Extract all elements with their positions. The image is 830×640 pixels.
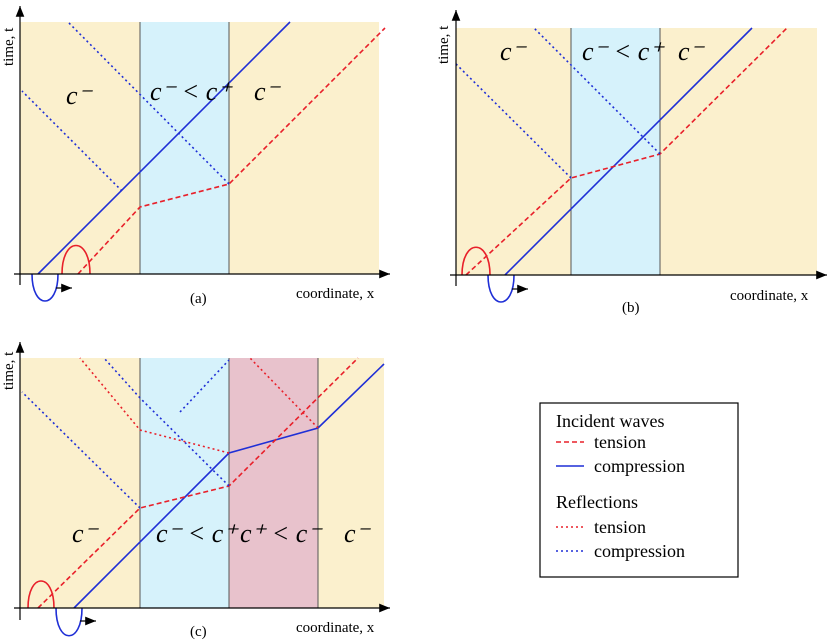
- reflection-compression-path: [179, 359, 230, 413]
- legend-reflections-title: Reflections: [556, 492, 638, 512]
- region-b-1: [456, 28, 571, 275]
- incident-compression-path: [73, 363, 385, 609]
- x-axis-label: coordinate, x: [296, 620, 375, 636]
- legend-incident-tension-label: tension: [594, 432, 646, 452]
- region-label: c⁻: [66, 81, 94, 110]
- region-label: c⁻: [254, 77, 282, 106]
- region-c-1: [20, 358, 140, 608]
- compression-pulse: [487, 274, 515, 303]
- panel-caption: (b): [622, 300, 640, 316]
- region-c-4: [318, 358, 384, 608]
- incident-compression-path: [37, 21, 291, 275]
- legend-reflection-tension-label: tension: [594, 517, 646, 537]
- region-b-2: [571, 28, 660, 275]
- panel-caption: (c): [190, 624, 207, 640]
- compression-pulse: [31, 273, 59, 302]
- reflection-tension-path: [79, 357, 230, 454]
- y-axis-label: time, t: [1, 351, 17, 390]
- region-label: c⁻: [344, 519, 372, 548]
- legend-box: [539, 402, 739, 578]
- incident-compression-path: [504, 27, 753, 276]
- legend: Incident waves tension compression Refle…: [539, 402, 739, 578]
- reflection-compression-path: [21, 90, 123, 192]
- tension-pulse: [461, 246, 491, 276]
- region-label: c⁻: [500, 37, 528, 66]
- region-label: c⁻ < c⁺: [156, 519, 239, 548]
- x-axis-label: coordinate, x: [296, 286, 375, 302]
- region-c-3: [229, 358, 318, 608]
- incident-tension-path: [465, 27, 788, 276]
- incident-tension-path: [77, 27, 386, 275]
- x-axis-label: coordinate, x: [730, 288, 809, 304]
- tension-pulse: [61, 244, 91, 275]
- incident-tension-path: [37, 357, 359, 609]
- panel-c: c⁻ c⁻ < c⁺ c⁺ < c⁻ c⁻ coordinate, x time…: [1, 342, 390, 640]
- reflection-tension-path: [249, 357, 319, 429]
- legend-incident-title: Incident waves: [556, 411, 664, 431]
- panel-b: c⁻ c⁻ < c⁺ c⁻ coordinate, x time, t (b): [436, 9, 827, 316]
- compression-pulse: [55, 607, 83, 637]
- y-axis-label: time, t: [1, 27, 17, 66]
- tension-pulse: [27, 580, 55, 609]
- region-label: c⁻ < c⁺: [582, 37, 665, 66]
- reflection-compression-path: [67, 21, 230, 185]
- panel-caption: (a): [190, 291, 207, 307]
- region-label: c⁻: [678, 37, 706, 66]
- region-a-3: [229, 22, 379, 274]
- reflection-compression-path: [103, 357, 141, 399]
- panel-a: c⁻ c⁻ < c⁺ c⁻ coordinate, x time, t (a): [1, 5, 390, 307]
- reflection-compression-path: [455, 63, 572, 179]
- region-label: c⁺ < c⁻: [240, 519, 323, 548]
- region-label: c⁻: [72, 519, 100, 548]
- region-label: c⁻ < c⁺: [150, 77, 233, 106]
- region-c-2: [140, 358, 229, 608]
- reflection-compression-path: [139, 397, 230, 487]
- region-a-2: [140, 22, 229, 274]
- y-axis-label: time, t: [436, 25, 452, 64]
- region-b-3: [660, 28, 817, 275]
- legend-incident-compression-label: compression: [594, 456, 685, 476]
- legend-reflection-compression-label: compression: [594, 541, 685, 561]
